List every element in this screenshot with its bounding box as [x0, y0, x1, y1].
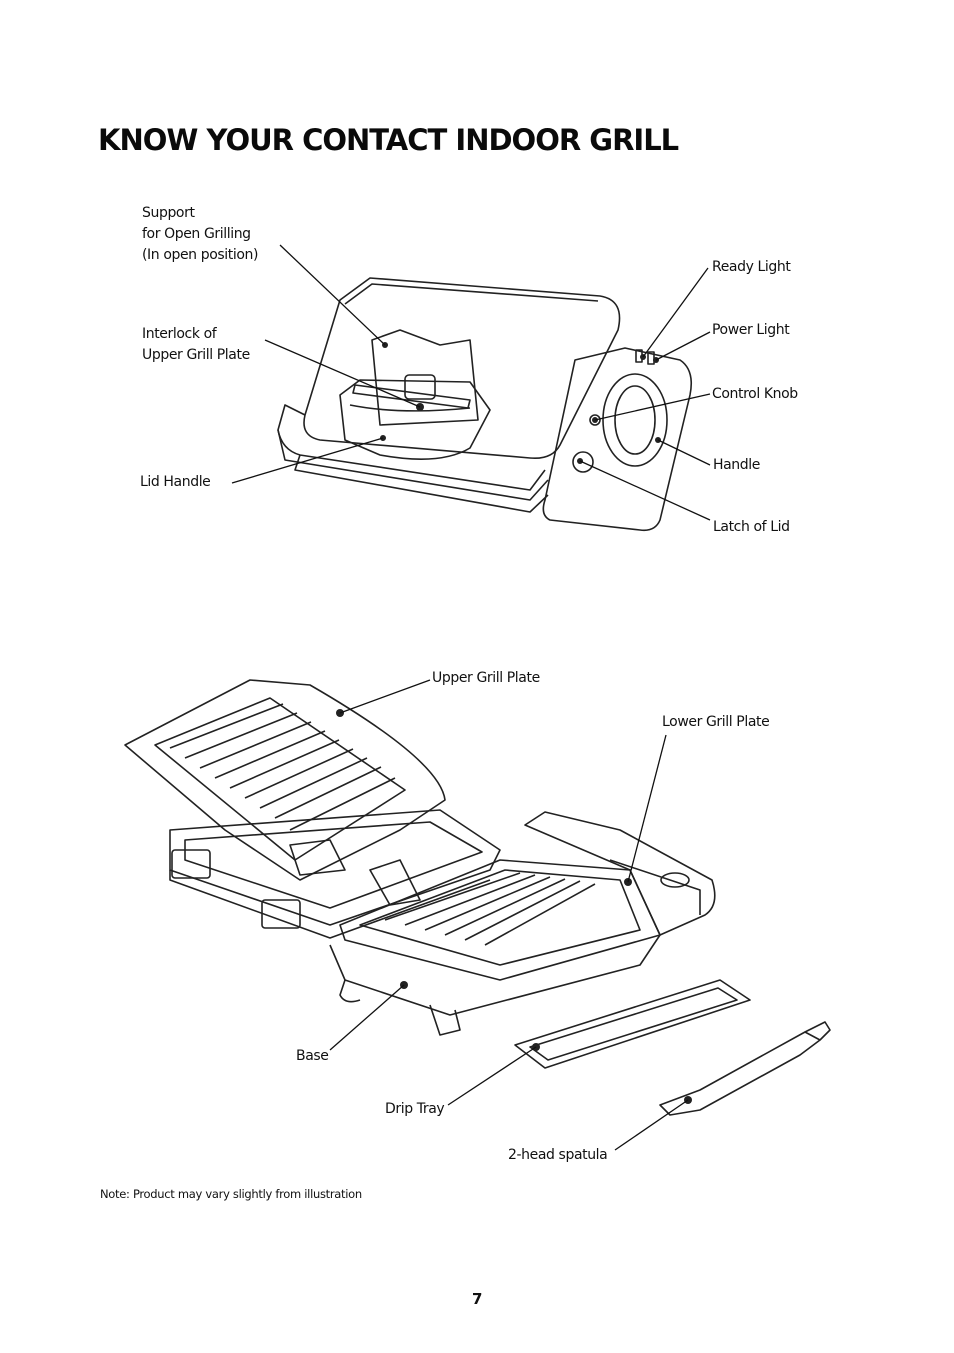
lower-grill-plate-label: Lower Grill Plate [662, 714, 770, 730]
support-label-line3: (In open position) [142, 247, 259, 263]
base-label: Base [296, 1048, 329, 1064]
support-label-line2: for Open Grilling [142, 226, 251, 242]
lid-handle-label: Lid Handle [140, 474, 211, 490]
ready-light-label: Ready Light [712, 259, 791, 275]
page-number: 7 [472, 1290, 483, 1308]
support-label-line1: Support [142, 205, 195, 221]
illustration-note: Note: Product may vary slightly from ill… [100, 1187, 362, 1201]
upper-grill-plate-label: Upper Grill Plate [432, 670, 540, 686]
spatula-label: 2-head spatula [508, 1147, 608, 1163]
interlock-label-line1: Interlock of [142, 326, 217, 342]
control-knob-label: Control Knob [712, 386, 798, 402]
interlock-label-line2: Upper Grill Plate [142, 347, 250, 363]
open-grill-illustration [124, 679, 831, 1116]
latch-label: Latch of Lid [713, 519, 790, 535]
handle-label: Handle [713, 457, 760, 473]
page-title: KNOW YOUR CONTACT INDOOR GRILL [98, 123, 679, 157]
power-light-label: Power Light [712, 322, 790, 338]
drip-tray-label: Drip Tray [385, 1101, 445, 1117]
